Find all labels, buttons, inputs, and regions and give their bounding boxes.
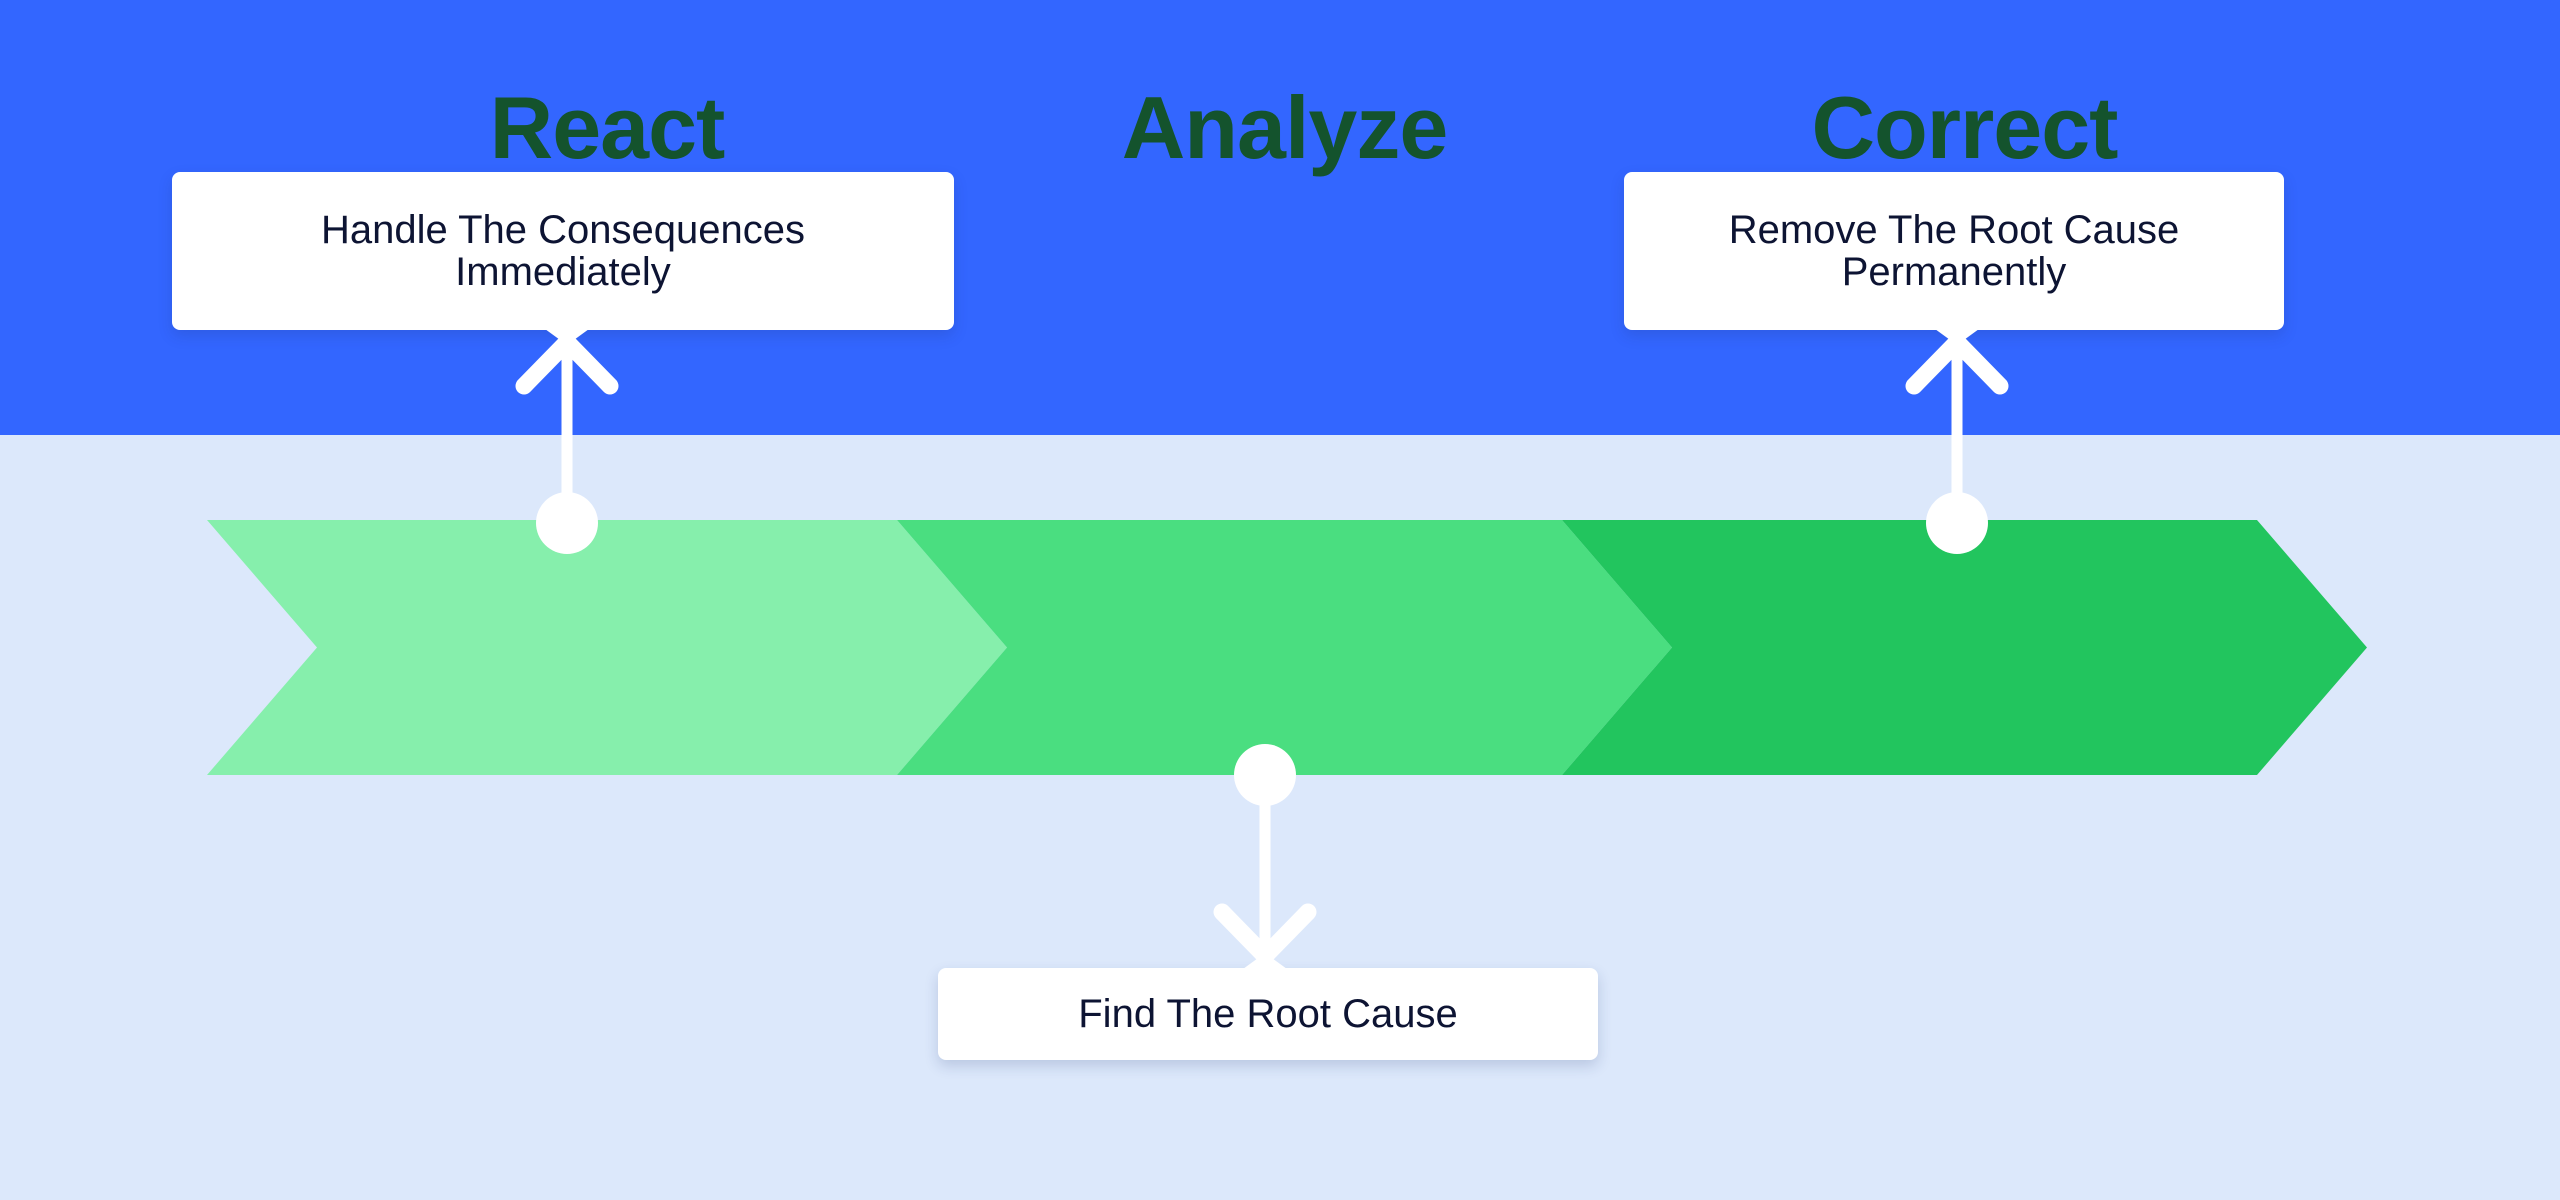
connector-dot-icon	[1234, 744, 1296, 806]
stage-chevron-react[interactable]	[207, 520, 1007, 775]
connector-dot-icon	[536, 492, 598, 554]
callout-card-analyze[interactable]: Find The Root Cause	[938, 968, 1598, 1060]
arrow-down-icon	[1213, 903, 1317, 965]
connector-analyze	[1198, 740, 1338, 972]
callout-line-1: Handle The Consequences	[320, 207, 806, 252]
callout-line-1: Find The Root Cause	[1078, 991, 1458, 1036]
connector-correct	[1890, 330, 2030, 560]
callout-card-correct[interactable]: Remove The Root Cause Permanently	[1624, 172, 2284, 330]
connector-react	[500, 330, 640, 560]
arrow-up-icon	[515, 333, 619, 395]
callout-line-2: Permanently	[1841, 250, 2067, 294]
callout-line-1: Remove The Root Cause	[1728, 207, 2180, 252]
arrow-up-icon	[1905, 333, 2009, 395]
process-chevron-bar	[207, 520, 2367, 775]
connector-dot-icon	[1926, 492, 1988, 554]
stage-chevron-correct[interactable]	[1562, 520, 2367, 775]
stage-chevron-analyze[interactable]	[897, 520, 1672, 775]
callout-card-react[interactable]: Handle The Consequences Immediately	[172, 172, 954, 330]
callout-line-2: Immediately	[455, 250, 671, 294]
